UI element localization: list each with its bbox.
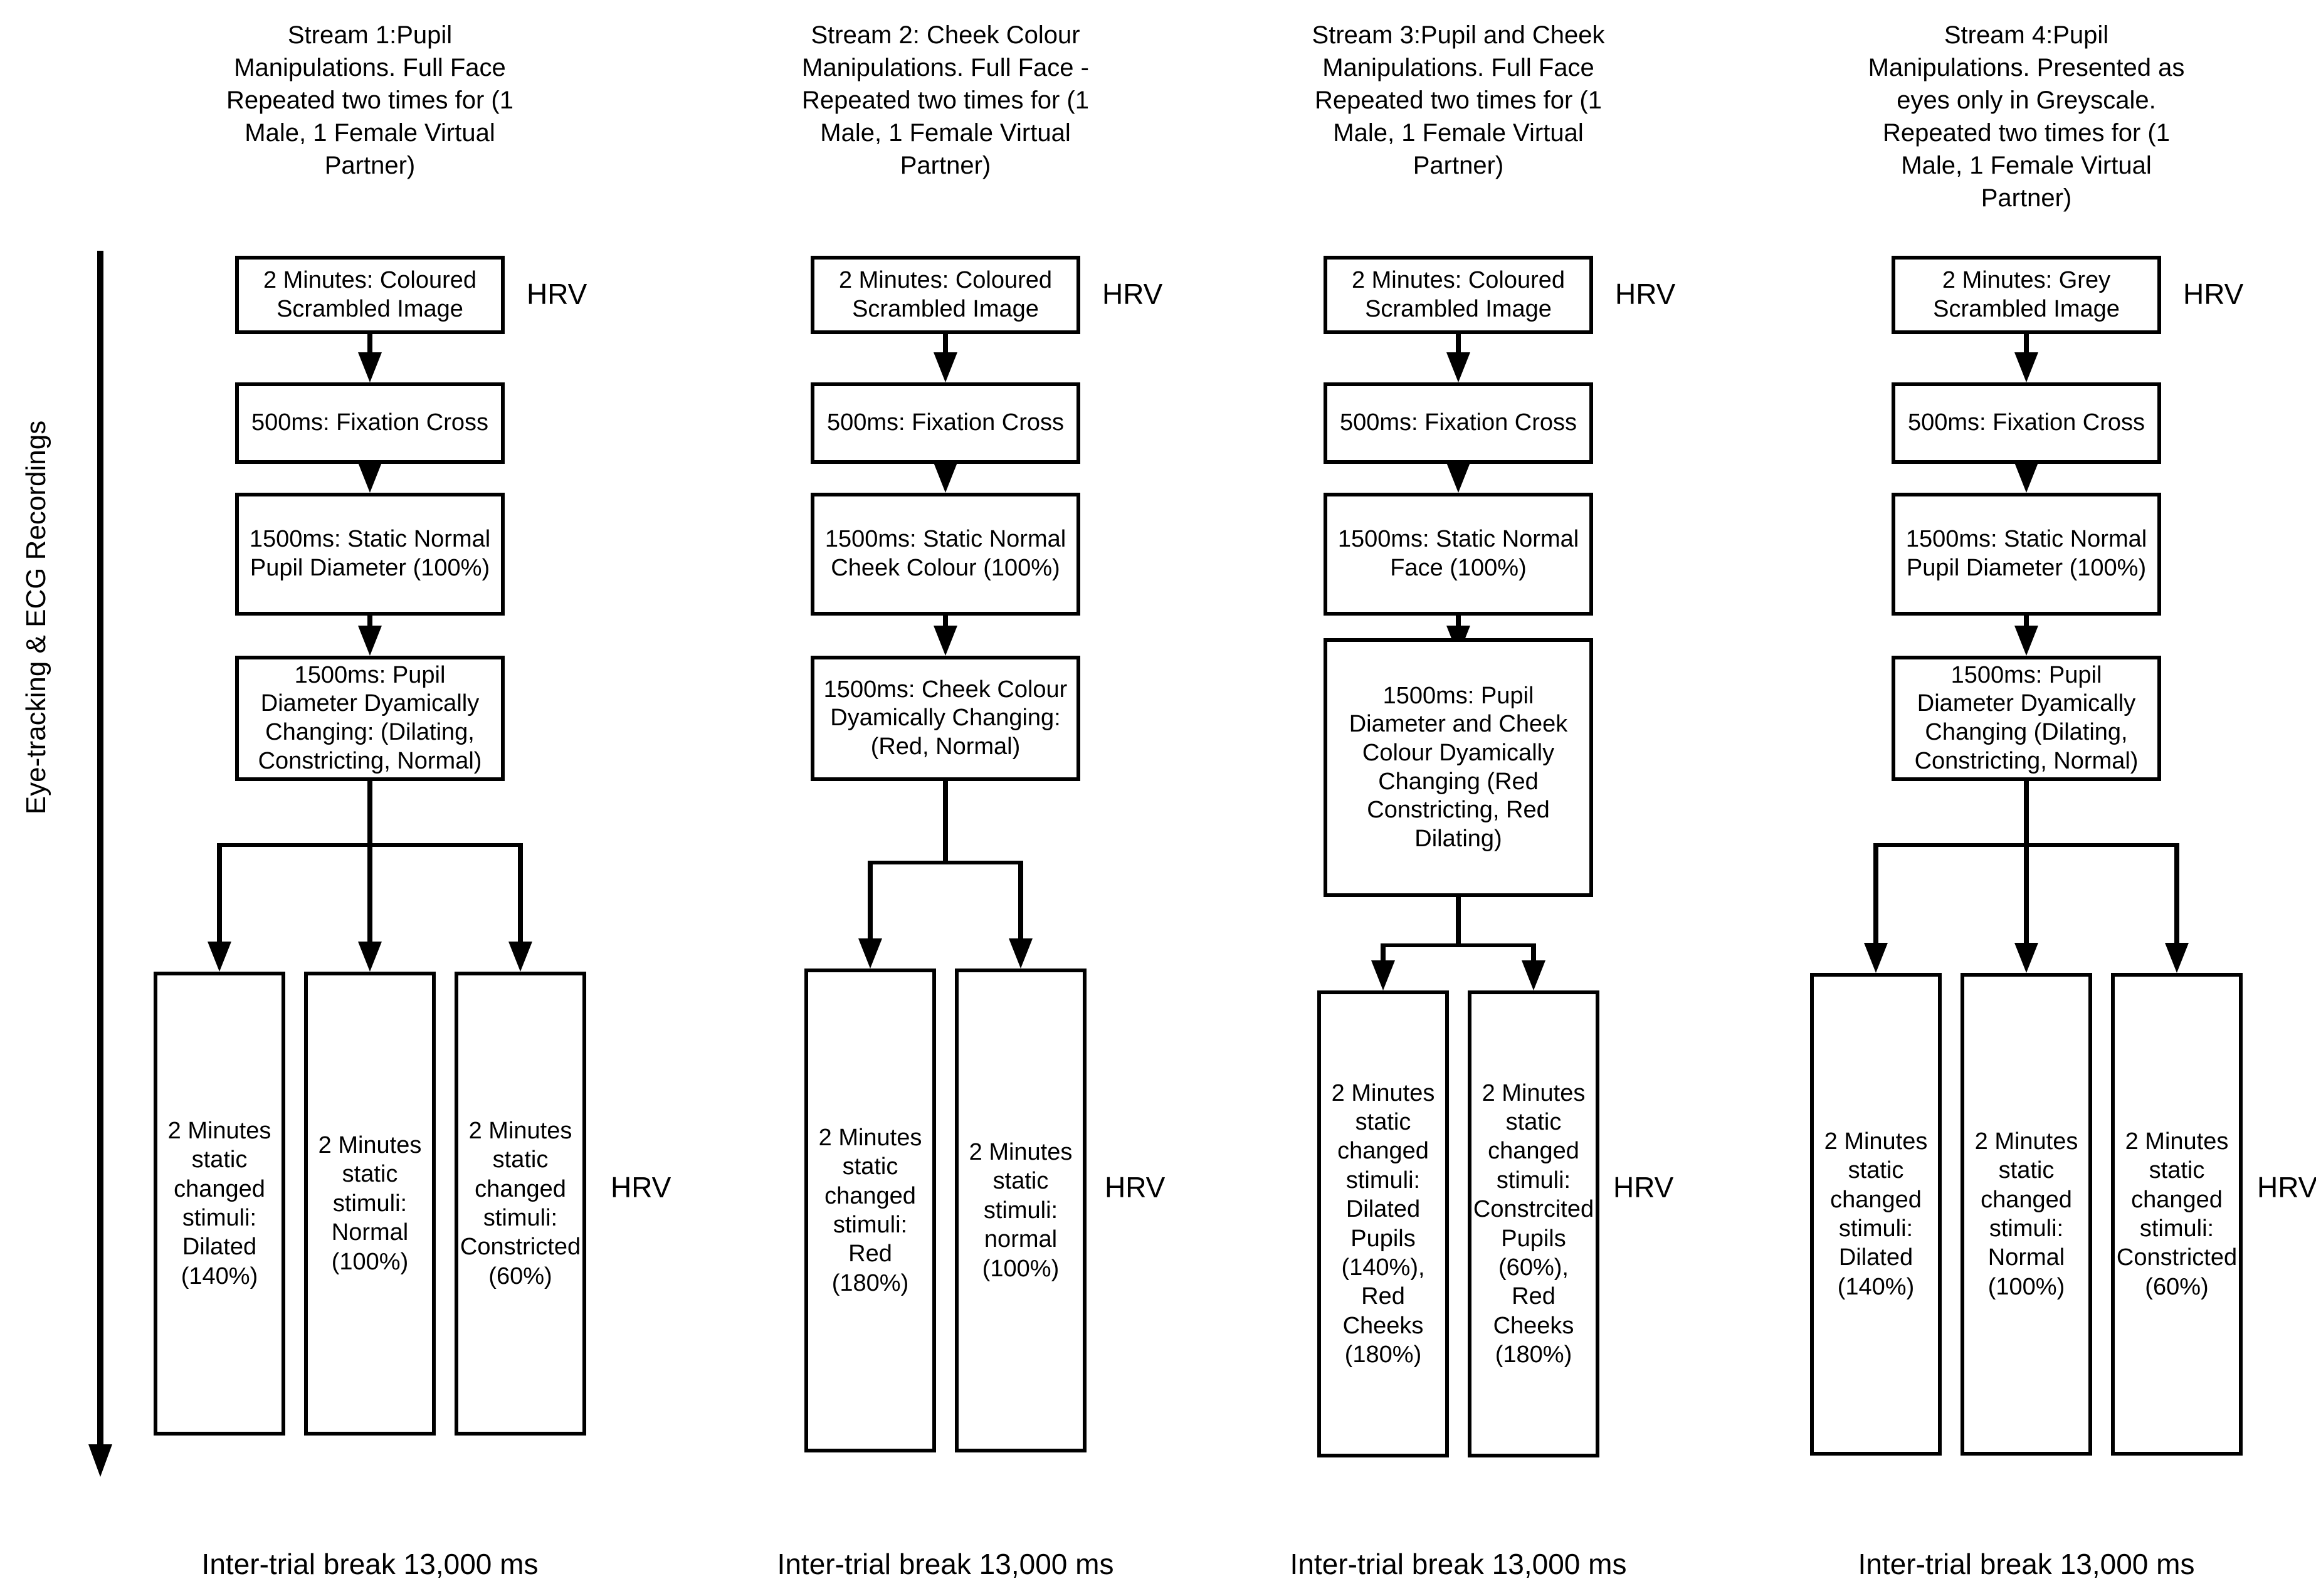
inter-trial-break-label: Inter-trial break 13,000 ms — [201, 1548, 539, 1580]
scrambled-image-box: 2 Minutes: Coloured Scrambled Image — [235, 256, 505, 334]
stream-1-column: Stream 1:Pupil Manipulations. Full Face … — [56, 0, 683, 1596]
branch-arrow-shaft — [1018, 861, 1023, 941]
branch-stem — [943, 781, 948, 864]
dynamic-change-box: 1500ms: Pupil Diameter Dyamically Changi… — [1892, 656, 2161, 781]
flow-arrow-shaft — [1456, 334, 1461, 357]
arrow-down-icon — [1371, 960, 1395, 990]
arrow-down-icon — [508, 942, 532, 972]
fixation-cross-box: 500ms: Fixation Cross — [1892, 382, 2161, 464]
branch-arrow-shaft — [1381, 943, 1386, 963]
hrv-label: HRV — [2257, 1171, 2316, 1204]
flow-arrow-shaft — [367, 616, 372, 628]
fixation-cross-box: 500ms: Fixation Cross — [1324, 382, 1593, 464]
arrow-down-icon — [1446, 352, 1470, 382]
outcome-box: 2 Minutes static changed stimuli: Dilate… — [154, 972, 285, 1436]
flow-arrow-shaft — [2024, 334, 2029, 357]
arrow-down-icon — [2014, 626, 2038, 656]
arrow-down-icon — [358, 942, 382, 972]
stream-2-header: Stream 2: Cheek Colour Manipulations. Fu… — [802, 21, 1089, 179]
static-normal-box: 1500ms: Static Normal Pupil Diameter (10… — [1892, 493, 2161, 616]
static-normal-box: 1500ms: Static Normal Pupil Diameter (10… — [235, 493, 505, 616]
branch-arrow-shaft — [1531, 943, 1536, 963]
dynamic-change-box: 1500ms: Cheek Colour Dyamically Changing… — [811, 656, 1080, 781]
hrv-label: HRV — [527, 278, 587, 310]
branch-arrow-shaft — [518, 843, 523, 944]
hrv-label: HRV — [2183, 278, 2244, 310]
hrv-label: HRV — [611, 1171, 671, 1204]
arrow-down-icon — [358, 626, 382, 656]
static-normal-box: 1500ms: Static Normal Face (100%) — [1324, 493, 1593, 616]
arrow-down-icon — [1864, 943, 1888, 973]
arrow-down-icon — [934, 463, 957, 493]
flow-arrow-shaft — [367, 334, 372, 357]
outcome-box: 2 Minutes static changed stimuli: Normal… — [1961, 973, 2092, 1456]
scrambled-image-box: 2 Minutes: Coloured Scrambled Image — [811, 256, 1080, 334]
hrv-label: HRV — [1615, 278, 1676, 310]
arrow-down-icon — [358, 352, 382, 382]
branch-arrow-shaft — [2024, 843, 2029, 945]
stream-3-column: Stream 3:Pupil and Cheek Manipulations. … — [1145, 0, 1772, 1596]
stream-2-column: Stream 2: Cheek Colour Manipulations. Fu… — [632, 0, 1259, 1596]
hrv-label: HRV — [1105, 1171, 1166, 1204]
outcome-box: 2 Minutes static changed stimuli: Red (1… — [804, 969, 936, 1452]
arrow-down-icon — [934, 626, 957, 656]
branch-arrow-shaft — [2174, 843, 2179, 945]
inter-trial-break-label: Inter-trial break 13,000 ms — [1858, 1548, 2195, 1580]
stream-1-header: Stream 1:Pupil Manipulations. Full Face … — [226, 21, 513, 179]
arrow-down-icon — [1446, 463, 1470, 493]
arrow-down-icon — [208, 942, 231, 972]
flow-arrow-shaft — [943, 616, 948, 628]
fixation-cross-box: 500ms: Fixation Cross — [235, 382, 505, 464]
scrambled-image-box: 2 Minutes: Coloured Scrambled Image — [1324, 256, 1593, 334]
arrow-down-icon — [858, 938, 882, 969]
stream-4-header: Stream 4:Pupil Manipulations. Presented … — [1868, 21, 2185, 212]
scrambled-image-box: 2 Minutes: Grey Scrambled Image — [1892, 256, 2161, 334]
arrow-down-icon — [1522, 960, 1545, 990]
hrv-label: HRV — [1613, 1171, 1674, 1204]
outcome-box: 2 Minutes static changed stimuli: Constr… — [2111, 973, 2243, 1456]
flow-arrow-shaft — [943, 334, 948, 357]
outcome-box: 2 Minutes static changed stimuli: Dilate… — [1317, 990, 1449, 1457]
inter-trial-break-label: Inter-trial break 13,000 ms — [1290, 1548, 1627, 1580]
timeline-arrow-shaft — [97, 251, 103, 1447]
branch-arrow-shaft — [1873, 843, 1878, 945]
branch-arrow-shaft — [217, 843, 222, 944]
branch-arrow-shaft — [367, 843, 372, 944]
arrow-down-icon — [2014, 463, 2038, 493]
flow-arrow-shaft — [1456, 616, 1461, 628]
outcome-box: 2 Minutes static changed stimuli: Constr… — [1468, 990, 1599, 1457]
branch-bar — [868, 861, 1023, 864]
branch-bar — [1381, 943, 1536, 947]
hrv-label: HRV — [1102, 278, 1163, 310]
arrow-down-icon — [1009, 938, 1033, 969]
stream-3-header: Stream 3:Pupil and Cheek Manipulations. … — [1312, 21, 1605, 179]
branch-stem — [2024, 781, 2029, 847]
arrow-down-icon — [2014, 352, 2038, 382]
fixation-cross-box: 500ms: Fixation Cross — [811, 382, 1080, 464]
stream-4-column: Stream 4:Pupil Manipulations. Presented … — [1713, 0, 2316, 1596]
recordings-label: Eye-tracking & ECG Recordings — [21, 420, 51, 815]
timeline-arrow-down-icon — [88, 1444, 112, 1477]
dynamic-change-box: 1500ms: Pupil Diameter and Cheek Colour … — [1324, 638, 1593, 897]
outcome-box: 2 Minutes static changed stimuli: Dilate… — [1810, 973, 1942, 1456]
outcome-box: 2 Minutes static changed stimuli: Constr… — [455, 972, 586, 1436]
arrow-down-icon — [358, 463, 382, 493]
arrow-down-icon — [2014, 943, 2038, 973]
branch-arrow-shaft — [868, 861, 873, 941]
arrow-down-icon — [2165, 943, 2189, 973]
branch-stem — [367, 781, 372, 847]
outcome-box: 2 Minutes static stimuli: normal (100%) — [955, 969, 1087, 1452]
arrow-down-icon — [934, 352, 957, 382]
flow-arrow-shaft — [2024, 616, 2029, 628]
branch-stem — [1456, 897, 1461, 947]
outcome-box: 2 Minutes static stimuli: Normal (100%) — [304, 972, 436, 1436]
static-normal-box: 1500ms: Static Normal Cheek Colour (100%… — [811, 493, 1080, 616]
dynamic-change-box: 1500ms: Pupil Diameter Dyamically Changi… — [235, 656, 505, 781]
inter-trial-break-label: Inter-trial break 13,000 ms — [777, 1548, 1114, 1580]
